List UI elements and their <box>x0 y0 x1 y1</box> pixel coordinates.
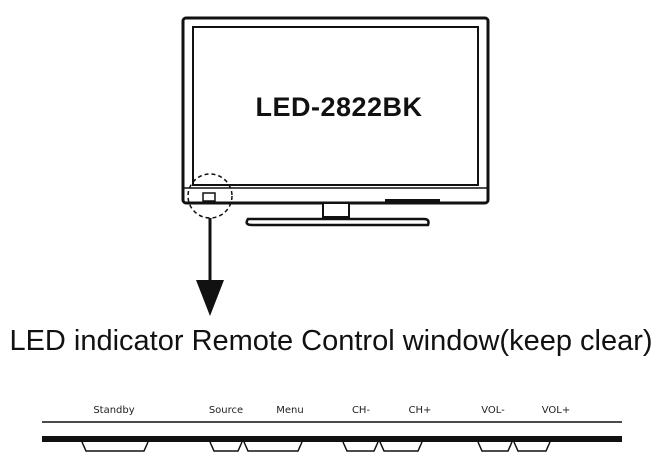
button-standby <box>81 441 149 452</box>
button-label-vol-plus: VOL+ <box>541 405 571 416</box>
button-ch-minus <box>342 441 379 452</box>
button-label-vol-minus: VOL- <box>481 405 505 416</box>
tv-model-label: LED-2822BK <box>255 92 423 122</box>
button-label-menu: Menu <box>276 405 304 416</box>
button-ch-plus <box>379 441 423 452</box>
led-window <box>202 192 216 202</box>
stand-base <box>245 217 430 227</box>
button-label-source: Source <box>208 405 244 416</box>
button-label-ch-plus: CH+ <box>408 405 432 416</box>
panel-body <box>42 436 622 442</box>
button-label-standby: Standby <box>93 405 135 416</box>
button-vol-minus <box>477 441 513 452</box>
button-label-ch-minus: CH- <box>351 405 371 416</box>
stand-neck <box>322 202 350 218</box>
button-source <box>209 441 243 452</box>
led-highlight-circle <box>187 173 233 219</box>
button-menu <box>243 441 303 452</box>
button-vol-plus <box>513 441 551 452</box>
arrow-head <box>196 280 224 316</box>
led-caption: LED indicator Remote Control window(keep… <box>9 325 653 357</box>
bezel-bar <box>385 199 440 204</box>
tv-screen <box>192 26 479 186</box>
